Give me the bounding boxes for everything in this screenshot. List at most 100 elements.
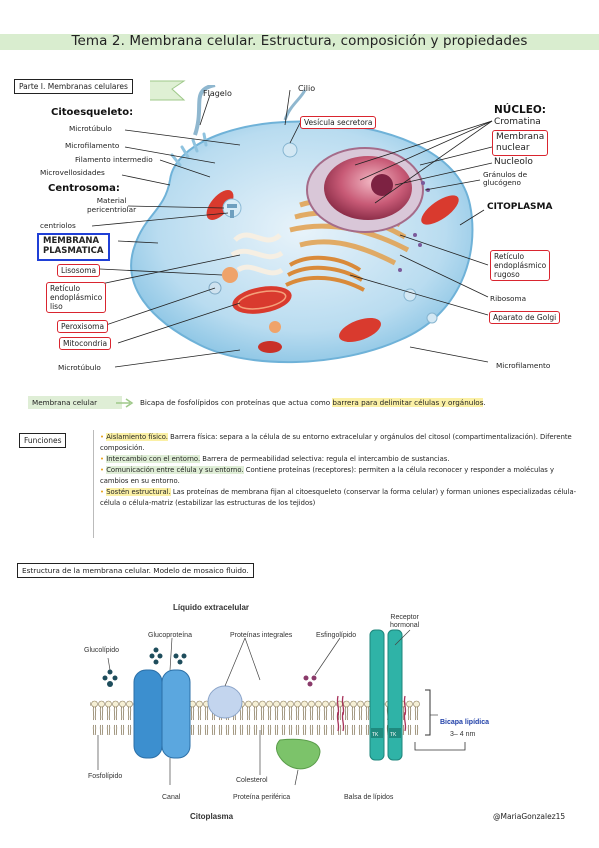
label-glucoproteina: Glucoproteína — [148, 632, 192, 639]
flagellum-shape — [193, 85, 216, 136]
definition-text: Bicapa de fosfolípidos con proteínas que… — [140, 398, 486, 407]
funcion-item-1: • Aislamiento físico. Barrera física: se… — [100, 432, 578, 454]
label-mitocondria: Mitocondria — [59, 337, 112, 350]
label-microfilamento: Microfilamento — [65, 141, 120, 150]
channel-protein-left — [133, 669, 163, 759]
label-reticulo-liso: Retículo endoplásmico liso — [46, 282, 107, 313]
leader-lines-right — [349, 120, 493, 363]
label-filamento-intermedio: Filamento intermedio — [75, 155, 153, 164]
label-microtubulo-bottom: Microtúbulo — [58, 363, 101, 372]
label-aparato-golgi: Aparato de Golgi — [489, 311, 561, 324]
definition-tag: Membrana celular — [32, 398, 98, 407]
label-proteina-periferica: Proteína periférica — [233, 794, 291, 801]
label-peroxisoma: Peroxisoma — [57, 320, 109, 333]
funcion-body-2: Barrera de permeabilidad selectiva: regu… — [200, 455, 450, 463]
label-bicapa-lipidica: Bicapa lipídica — [440, 719, 490, 726]
label-citoesqueleto: Citoesqueleto: — [51, 107, 134, 118]
label-glucolipido: Glucolípido — [84, 647, 120, 654]
label-centrosoma: Centrosoma: — [48, 183, 120, 194]
label-centriolos: centriolos — [40, 221, 76, 230]
smooth-er-shape — [230, 232, 284, 276]
footer-signature: @MariaGonzalez15 — [493, 812, 565, 821]
label-proteinas-integrales: Proteínas integrales — [230, 632, 293, 639]
funciones-tag: Funciones — [19, 433, 67, 448]
label-receptor-hormonal: Receptor hormonal — [390, 614, 420, 630]
page-title: Tema 2. Membrana celular. Estructura, co… — [71, 33, 528, 49]
funcion-head-3: Comunicación entre célula y su entorno. — [106, 466, 244, 474]
definition-text-part1: Bicapa de fosfolípidos con proteínas que… — [140, 398, 333, 407]
membrane-leader-lines — [97, 629, 438, 786]
label-ribosoma: Ribosoma — [490, 294, 527, 303]
funcion-head-4: Sostén estructural. — [106, 488, 171, 496]
funcion-body-4: Las proteínas de membrana fijan al citoe… — [100, 488, 577, 507]
nucleolus-shape — [371, 174, 393, 196]
footer-author: @MariaGonzalez — [493, 812, 556, 821]
funcion-head-2: Intercambio con el entorno. — [106, 455, 201, 463]
bullet-icon: • — [100, 488, 105, 496]
label-reticulo-rugoso: Retículo endoplásmico rugoso — [490, 250, 551, 281]
title-highlight — [0, 34, 599, 50]
funcion-body-1: Barrera física: separa a la célula de su… — [100, 433, 572, 452]
label-membrana-plasmatica: MEMBRANA PLASMATICA — [37, 233, 110, 261]
label-vesicula-secretora: Vesícula secretora — [300, 116, 377, 129]
raft-bracket — [414, 742, 466, 751]
label-membrana-nuclear: Membrana nuclear — [492, 130, 549, 156]
nucleus-shape — [324, 156, 412, 220]
label-fosfolipido: Fosfolípido — [88, 773, 123, 780]
leader-lines-left — [91, 129, 241, 368]
label-microtubulo: Microtúbulo — [69, 124, 112, 133]
cell-body-shape — [130, 120, 474, 364]
channel-protein-right — [161, 669, 191, 759]
label-lisosoma: Lisosoma — [57, 264, 101, 277]
label-liquido-extracelular: Líquido extracelular — [173, 603, 250, 612]
label-esfingolipido: Esfingolípido — [316, 632, 357, 639]
funcion-item-3: • Comunicación entre célula y su entorno… — [100, 465, 578, 487]
funcion-item-2: • Intercambio con el entorno. Barrera de… — [100, 454, 578, 465]
definition-text-end: . — [483, 398, 486, 407]
animal-cell-illustration — [91, 85, 493, 368]
funcion-head-1: Aislamiento físico. — [106, 433, 168, 441]
funcion-item-4: • Sostén estructural. Las proteínas de m… — [100, 487, 578, 509]
leader-lines-top — [199, 89, 301, 144]
label-colesterol: Colesterol — [236, 777, 268, 784]
definition-highlight: barrera para delimitar células y orgánul… — [332, 398, 484, 407]
peripheral-protein-shape — [276, 738, 321, 770]
sugar-chains-shape — [102, 647, 187, 687]
sphingolipid-heads-shape — [303, 675, 317, 687]
arrow-right-icon — [116, 398, 134, 408]
label-microvellosidades: Microvellosidades — [40, 168, 105, 177]
label-cromatina: Cromatina — [494, 117, 541, 127]
label-balsa-lipidos: Balsa de lípidos — [344, 794, 394, 801]
label-nucleo: NÚCLEO: — [494, 104, 547, 116]
label-canal: Canal — [162, 794, 181, 801]
label-cilio: Cilio — [298, 84, 316, 93]
integral-protein-shape — [207, 685, 243, 719]
tk-label-right: TK — [390, 732, 397, 738]
footer-page-number: 15 — [555, 812, 566, 821]
ribosome-dots — [398, 181, 430, 272]
funciones-list: • Aislamiento físico. Barrera física: se… — [100, 432, 578, 509]
label-nucleolo: Nucleolo — [494, 157, 533, 167]
label-citoplasma: CITOPLASMA — [487, 202, 553, 212]
estructura-tag: Estructura de la membrana celular. Model… — [17, 563, 254, 578]
bullet-icon: • — [100, 455, 105, 463]
fluid-mosaic-illustration: TK TK — [90, 629, 466, 786]
funcion-body-3: Contiene proteínas (receptores): permite… — [100, 466, 555, 485]
bullet-icon: • — [100, 466, 105, 474]
bilayer-bracket — [425, 689, 431, 736]
label-microfilamento-bottom: Microfilamento — [496, 361, 551, 370]
receptor-protein-shape — [369, 629, 403, 761]
label-material-pericentriolar: Material pericentriolar — [87, 196, 137, 214]
label-citoplasma-membrana: Citoplasma — [190, 812, 234, 821]
tk-label-left: TK — [372, 732, 379, 738]
section-tag-parte-i: Parte I. Membranas celulares — [14, 79, 133, 94]
mitochondria-shapes — [206, 190, 459, 353]
label-flagelo: Flagelo — [203, 89, 232, 98]
definition-tag-highlight — [28, 396, 122, 409]
tag-flag-icon — [150, 80, 186, 101]
microvilli-shape — [170, 132, 208, 167]
label-granulos-glucogeno: Gránulos de glucógeno — [483, 170, 528, 188]
funciones-divider — [93, 430, 94, 538]
bullet-icon: • — [100, 433, 105, 441]
label-bicapa-grosor: 3– 4 nm — [450, 731, 476, 738]
